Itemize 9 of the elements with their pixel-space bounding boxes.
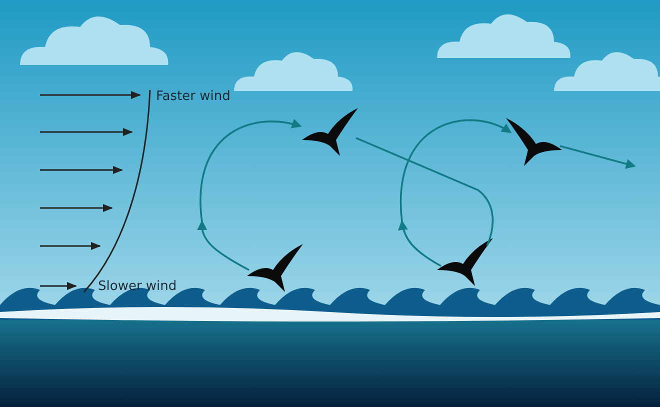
bird-icon (506, 118, 562, 166)
wind-label: Faster wind (156, 89, 230, 104)
flight-path-arrow (398, 119, 512, 267)
bird-icon (247, 244, 303, 292)
flight-path-arrow (197, 119, 302, 271)
bird-icon (302, 108, 358, 156)
bird-icon (437, 238, 493, 286)
flight-path-arrow (560, 145, 636, 169)
wind-label: Slower wind (98, 279, 177, 294)
